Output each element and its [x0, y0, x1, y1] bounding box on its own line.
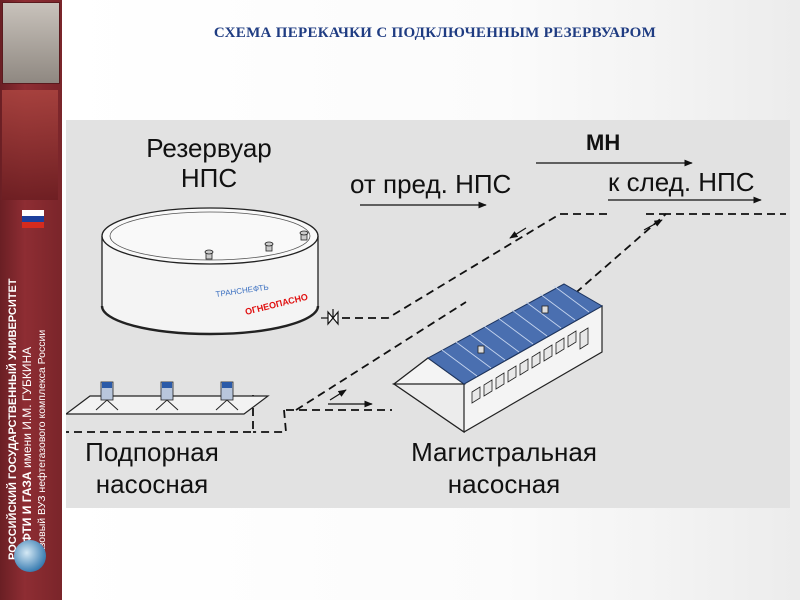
- booster-pumps: [95, 381, 239, 411]
- university-line-2-rest: имени И.М. ГУБКИНА: [20, 346, 34, 472]
- portrait-image: [2, 2, 60, 84]
- university-line-1: РОССИЙСКИЙ ГОСУДАРСТВЕННЫЙ УНИВЕРСИТЕТ: [7, 278, 19, 561]
- pipe-to-next: [555, 213, 786, 311]
- arrow-diag-1: [509, 227, 527, 239]
- roof-vents: [477, 305, 549, 354]
- building-windows: [471, 327, 589, 404]
- to-next-station-label: к след. НПС: [608, 167, 755, 197]
- pipe-booster-outlet: [66, 395, 254, 433]
- flow-arrows: [328, 159, 762, 408]
- main-pump-label-line-1: Магистральная: [411, 437, 597, 467]
- russian-flag-icon: [22, 210, 44, 228]
- arrow-diag-3: [329, 389, 347, 401]
- scheme-drawing: ТРАНСНЕФТЬ ОГНЕОПАСНО: [66, 159, 786, 434]
- university-line-3: Базовый ВУЗ нефтегазового комплекса Росс…: [36, 329, 48, 560]
- booster-label-line-1: Подпорная: [85, 437, 219, 467]
- university-sidebar: РОССИЙСКИЙ ГОСУДАРСТВЕННЫЙ УНИВЕРСИТЕТ Н…: [0, 0, 62, 600]
- main-pump-label-line-2: насосная: [447, 469, 561, 499]
- from-previous-station-label: от пред. НПС: [350, 169, 512, 199]
- booster-pump-station: [66, 381, 270, 415]
- booster-label-line-2: насосная: [95, 469, 209, 499]
- oil-rig-image: [2, 90, 58, 200]
- globe-logo-icon: [14, 540, 46, 572]
- slide-title: СХЕМА ПЕРЕКАЧКИ С ПОДКЛЮЧЕННЫМ РЕЗЕРВУАР…: [213, 25, 657, 41]
- pipe-reservoir-to-line: [342, 213, 608, 319]
- reservoir-label-line-2: НПС: [180, 163, 238, 193]
- pipe-return: [295, 301, 467, 411]
- valve-icon: [321, 309, 339, 326]
- arrow-diag-2: [643, 219, 663, 231]
- mh-label: МН: [586, 130, 621, 155]
- university-line-2: НЕФТИ И ГАЗА имени И.М. ГУБКИНА: [20, 260, 35, 560]
- university-name: РОССИЙСКИЙ ГОСУДАРСТВЕННЫЙ УНИВЕРСИТЕТ Н…: [6, 260, 60, 561]
- reservoir-tank: ТРАНСНЕФТЬ ОГНЕОПАСНО: [100, 207, 320, 336]
- main-pump-building: [392, 283, 604, 434]
- pipe-booster-branch: [253, 409, 287, 433]
- pumping-scheme-diagram: ТРАНСНЕФТЬ ОГНЕОПАСНО: [66, 120, 790, 508]
- pipelines: [66, 213, 786, 433]
- roof-ridges: [441, 285, 590, 377]
- reservoir-label-line-1: Резервуар: [146, 133, 272, 163]
